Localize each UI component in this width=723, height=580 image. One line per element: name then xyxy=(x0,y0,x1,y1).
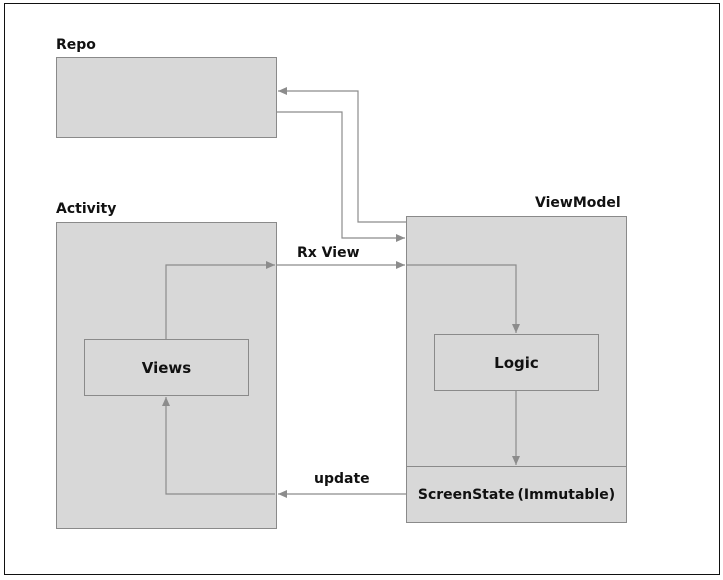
rx-view-label: Rx View xyxy=(297,245,360,261)
activity-title: Activity xyxy=(56,201,117,217)
arrow-to-views xyxy=(162,397,275,495)
screenstate-note: (Immutable) xyxy=(517,486,616,503)
arrow-to-logic xyxy=(407,264,520,333)
viewmodel-title: ViewModel xyxy=(535,195,621,211)
views-label: Views xyxy=(141,358,192,377)
logic-box: Logic xyxy=(434,334,599,391)
repo-title: Repo xyxy=(56,37,96,53)
arrow-repo-to-viewmodel xyxy=(277,111,405,242)
screenstate-label: ScreenState xyxy=(417,486,515,503)
screenstate-section: ScreenState(Immutable) xyxy=(406,466,627,522)
update-label: update xyxy=(314,471,370,487)
views-box: Views xyxy=(84,339,249,396)
arrow-views-to-activity-edge xyxy=(165,261,275,339)
logic-label: Logic xyxy=(494,353,539,372)
repo-box xyxy=(56,57,277,138)
arrow-viewmodel-to-repo xyxy=(278,87,406,223)
